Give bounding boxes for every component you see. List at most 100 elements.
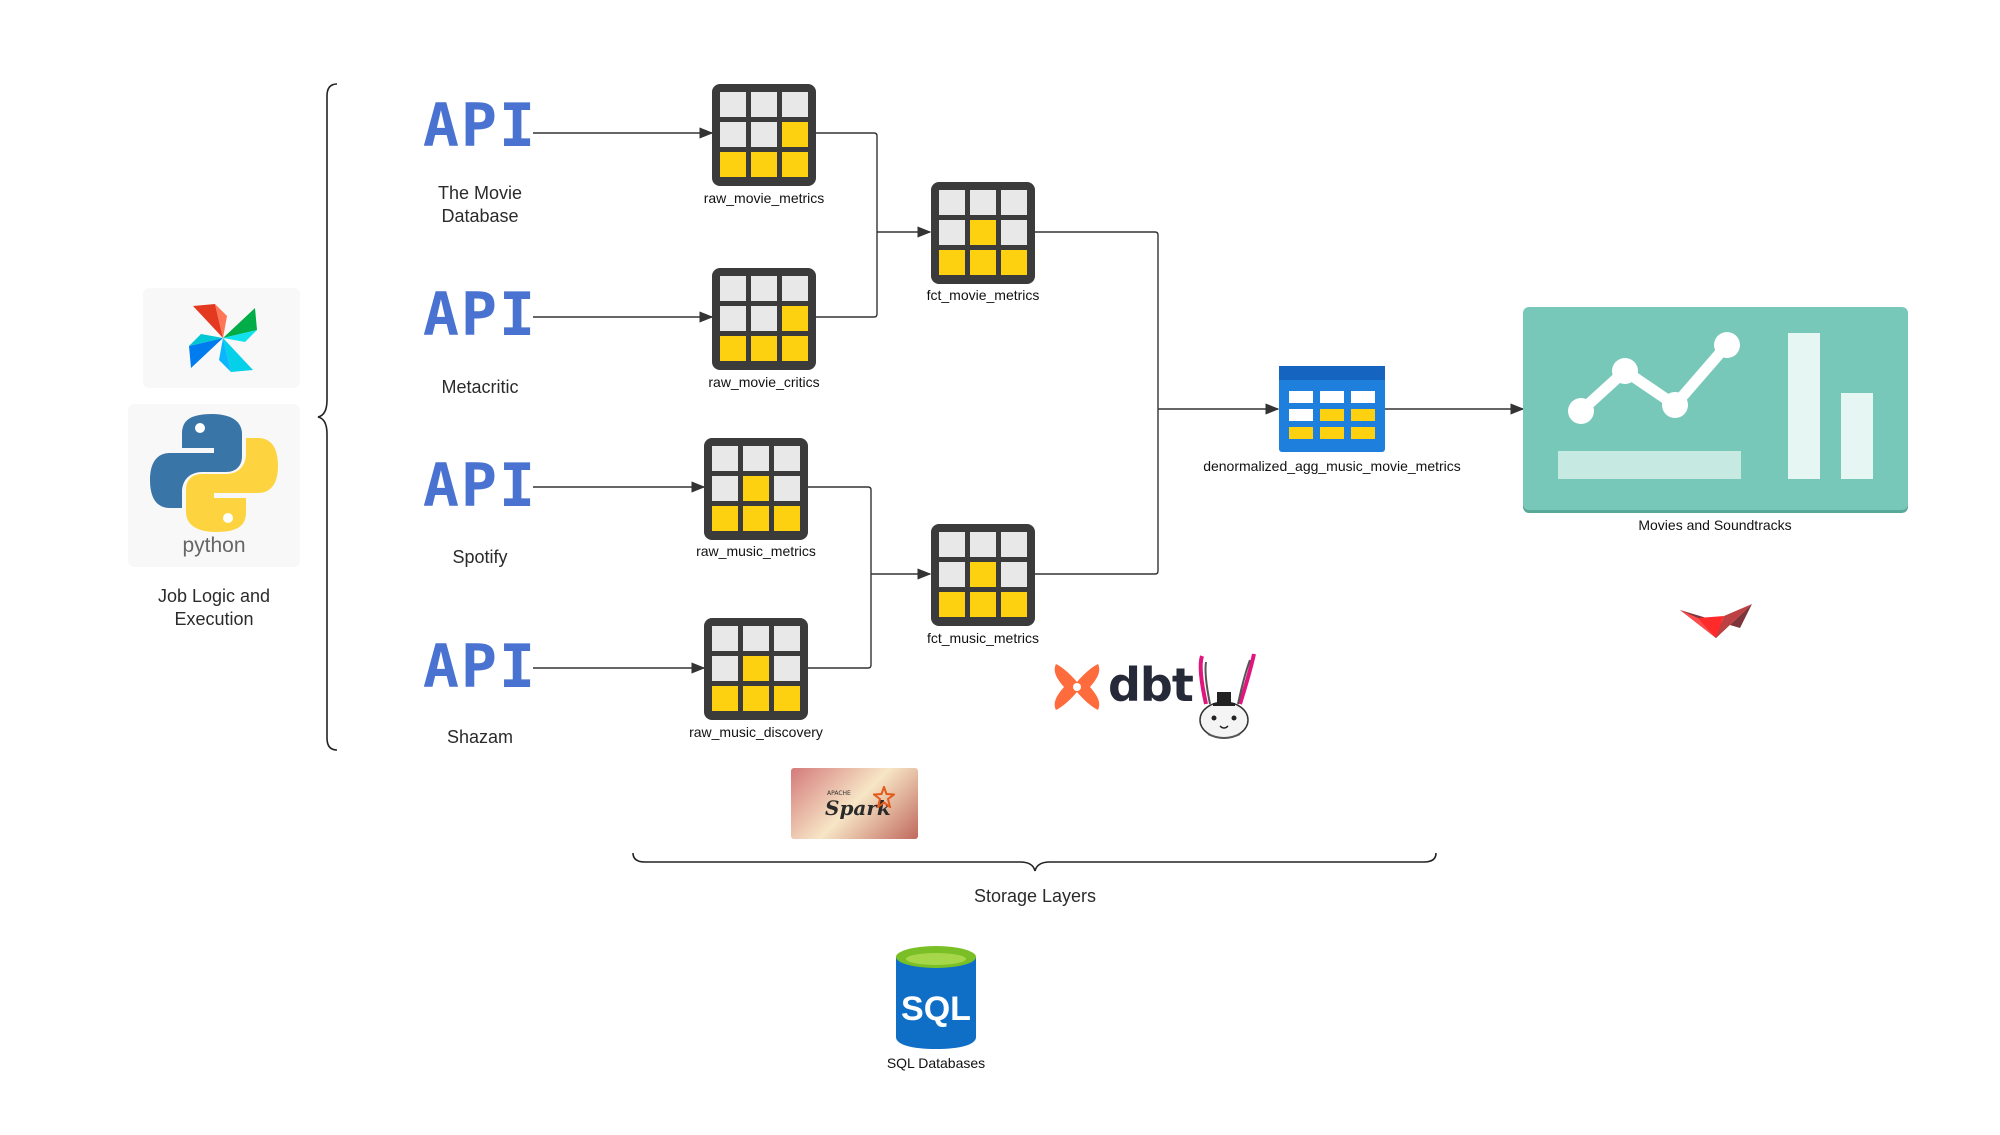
dashboard-chart-card (1523, 307, 1908, 510)
table-cell (751, 122, 777, 147)
table-cell (743, 626, 769, 651)
table-cell (743, 506, 769, 531)
table-cell (751, 276, 777, 301)
left-brace (317, 83, 338, 751)
table-cell (970, 562, 996, 587)
table-cell (743, 476, 769, 501)
edge-raw-movie-fct (815, 132, 878, 232)
edge-raw-critics-fct (815, 232, 878, 318)
table-cell (712, 476, 738, 501)
api-metacritic-icon: API (422, 280, 538, 350)
python-wordmark: python (182, 534, 246, 557)
table-cell (712, 506, 738, 531)
table-icon (930, 181, 1036, 290)
table-icon (711, 267, 817, 376)
aggregate-table-icon (1279, 366, 1385, 452)
storage-layers-label: Storage Layers (973, 886, 1097, 906)
table-cell (782, 152, 808, 177)
api-tmdb-icon: API (422, 91, 538, 161)
table-cell (939, 220, 965, 245)
raw-table-music-discovery (703, 617, 809, 726)
table-cell (970, 532, 996, 557)
raw-movie-metrics-label: raw_movie_metrics (703, 190, 825, 206)
table-cell (720, 92, 746, 117)
fct-movie-metrics-label: fct_movie_metrics (926, 287, 1040, 303)
table-cell (743, 686, 769, 711)
table-cell (751, 152, 777, 177)
edge-raw-discovery-fct (808, 574, 872, 669)
table-icon (703, 617, 809, 726)
table-icon (703, 437, 809, 546)
table-cell (774, 686, 800, 711)
dbt-wordmark: dbt (1108, 658, 1194, 712)
table-icon (930, 523, 1036, 632)
raw-table-movie-metrics (711, 83, 817, 192)
table-cell (720, 122, 746, 147)
storage-brace (632, 852, 1437, 872)
table-cell (712, 686, 738, 711)
table-cell (782, 336, 808, 361)
table-cell (1001, 562, 1027, 587)
spark-small-text: APACHE (827, 790, 851, 797)
raw-music-metrics-label: raw_music_metrics (696, 543, 816, 559)
table-cell (712, 626, 738, 651)
spark-logo-card: APACHE Spark (791, 768, 918, 839)
edge-raw-music-fct (808, 486, 872, 574)
table-cell (774, 626, 800, 651)
table-cell (970, 190, 996, 215)
table-cell (1001, 592, 1027, 617)
dbt-logo-icon (1054, 664, 1100, 710)
table-cell (751, 306, 777, 331)
aggregate-label: denormalized_agg_music_movie_metrics (1203, 458, 1461, 474)
dashboard-label: Movies and Soundtracks (1638, 517, 1792, 533)
airflow-logo-card (143, 288, 300, 388)
api-shazam-icon: API (422, 632, 538, 702)
table-cell (939, 190, 965, 215)
raw-table-movie-critics (711, 267, 817, 376)
table-cell (939, 250, 965, 275)
fct-music-metrics-label: fct_music_metrics (926, 630, 1040, 646)
table-icon (711, 83, 817, 192)
raw-music-discovery-label: raw_music_discovery (689, 724, 823, 740)
fct-table-music-metrics (930, 523, 1036, 632)
table-cell (774, 446, 800, 471)
table-cell (712, 446, 738, 471)
sql-databases-label: SQL Databases (886, 1055, 986, 1071)
table-cell (782, 122, 808, 147)
table-cell (970, 592, 996, 617)
table-cell (970, 250, 996, 275)
source-tmdb-label: The Movie Database (437, 183, 523, 226)
sql-database-icon: SQL (896, 946, 976, 1049)
table-cell (774, 506, 800, 531)
airflow-pinwheel-icon (189, 304, 257, 372)
table-cell (939, 532, 965, 557)
table-cell (712, 656, 738, 681)
table-cell (743, 446, 769, 471)
table-cell (939, 592, 965, 617)
python-logo-card: python (128, 404, 300, 567)
table-cell (782, 306, 808, 331)
source-shazam-label: Shazam (446, 727, 514, 747)
raw-table-music-metrics (703, 437, 809, 546)
table-cell (720, 276, 746, 301)
table-cell (1001, 532, 1027, 557)
orchestration-caption: Job Logic and Execution (157, 586, 271, 629)
fct-table-movie-metrics (930, 181, 1036, 290)
table-cell (782, 276, 808, 301)
sql-icon-text: SQL (901, 990, 971, 1028)
python-logo-icon (150, 414, 278, 532)
table-cell (720, 152, 746, 177)
table-cell (720, 336, 746, 361)
raw-movie-critics-label: raw_movie_critics (708, 374, 820, 390)
table-cell (782, 92, 808, 117)
api-spotify-icon: API (422, 451, 538, 521)
source-spotify-label: Spotify (452, 547, 508, 567)
table-cell (751, 92, 777, 117)
table-cell (720, 306, 746, 331)
table-cell (751, 336, 777, 361)
dashboard-chart-icon (1558, 332, 1873, 479)
table-cell (970, 220, 996, 245)
table-cell (774, 476, 800, 501)
table-cell (939, 562, 965, 587)
